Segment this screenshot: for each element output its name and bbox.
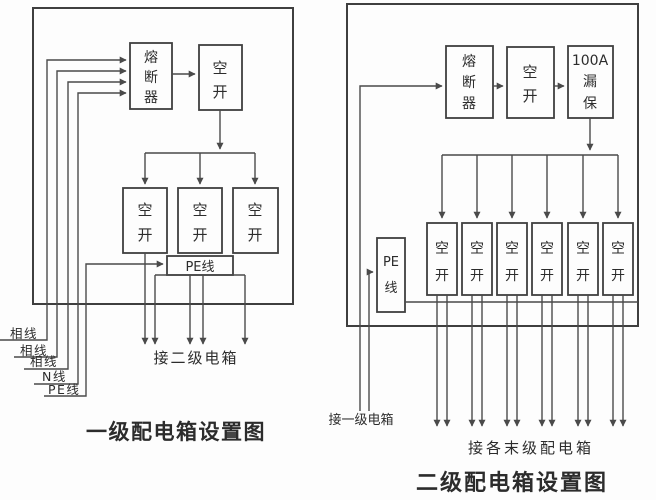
secondary-branch-breaker-3: 空 开 <box>496 222 528 296</box>
main-breaker-label-line-2: 开 <box>212 83 227 101</box>
branch-breaker-label-line-1: 空 <box>137 201 152 219</box>
secondary-branch-breaker-2: 空 开 <box>461 222 493 296</box>
fuse-box-outline <box>445 45 494 119</box>
branch-breaker-outline <box>426 222 458 296</box>
branch-breaker-outline <box>232 187 279 254</box>
secondary-enclosure-box <box>346 3 639 327</box>
branch-breaker-label-line-2: 开 <box>137 226 152 244</box>
main-breaker-outline <box>198 44 243 111</box>
secondary-output-wires <box>433 295 627 427</box>
main-breaker-label-line-1: 空 <box>522 63 537 81</box>
fuse-label-line-2: 断 <box>462 75 476 91</box>
branch-breaker-label-line-2: 开 <box>540 268 554 284</box>
secondary-pe-bus-box: PE 线 <box>376 237 406 313</box>
pe-supply-wire <box>366 268 374 411</box>
primary-main-breaker-box: 空 开 <box>198 44 243 111</box>
main-breaker-label-line-1: 空 <box>212 59 227 77</box>
leakage-protector-label-line-2: 漏 <box>583 74 597 90</box>
input-label-pe: PE线 <box>48 382 80 397</box>
fuse-label-line-3: 器 <box>462 96 476 112</box>
branch-breaker-label-line-2: 开 <box>470 268 484 284</box>
main-breaker-label-line-2: 开 <box>522 87 537 105</box>
branch-breaker-outline <box>602 222 634 296</box>
pe-bus-outline <box>376 237 406 313</box>
secondary-branch-breaker-1: 空 开 <box>426 222 458 296</box>
phase-wire-2 <box>14 67 127 358</box>
branch-breaker-label-line-2: 开 <box>192 226 207 244</box>
branch-breaker-outline <box>496 222 528 296</box>
branch-breaker-label-line-2: 开 <box>576 268 590 284</box>
leakage-protector-box: 100A 漏 保 <box>567 45 614 119</box>
fuse-label-line-1: 熔 <box>462 54 476 70</box>
branch-breaker-label-line-1: 空 <box>611 241 625 257</box>
secondary-distribution-rail <box>438 118 622 219</box>
primary-diagram: 相线 相线 相线 N线 PE线 熔 断 器 空 开 <box>0 7 294 444</box>
input-label-phase-1: 相线 <box>10 326 38 341</box>
branch-breaker-outline <box>122 187 168 254</box>
pe-bus-label-line-2: 线 <box>384 281 397 296</box>
branch-breaker-label-line-1: 空 <box>576 241 590 257</box>
branch-breaker-outline <box>531 222 563 296</box>
branch-breaker-outline <box>567 222 599 296</box>
primary-branch-breaker-1: 空 开 <box>122 187 168 254</box>
main-breaker-outline <box>506 46 555 119</box>
branch-breaker-label-line-1: 空 <box>247 201 262 219</box>
input-label-neutral: N线 <box>42 369 67 384</box>
pe-bus-label: PE线 <box>185 260 214 275</box>
phase-wire-3 <box>24 78 127 370</box>
primary-branch-breaker-3: 空 开 <box>232 187 279 254</box>
pe-wire <box>44 260 164 397</box>
leakage-protector-label-line-1: 100A <box>572 53 609 69</box>
secondary-title: 二级配电箱设置图 <box>416 470 608 496</box>
primary-pe-bus-box: PE线 <box>166 255 234 276</box>
branch-breaker-label-line-2: 开 <box>435 268 449 284</box>
branch-breaker-label-line-2: 开 <box>247 226 262 244</box>
secondary-input-wires <box>359 82 443 411</box>
branch-breaker-label-line-1: 空 <box>435 241 449 257</box>
phase-wire-1 <box>0 56 127 341</box>
primary-title: 一级配电箱设置图 <box>86 420 266 444</box>
primary-output-wires <box>141 253 249 345</box>
secondary-input-label: 接一级电箱 <box>328 412 393 428</box>
branch-breaker-label-line-1: 空 <box>505 241 519 257</box>
supply-wire <box>359 82 443 411</box>
secondary-main-breaker-box: 空 开 <box>506 46 555 119</box>
neutral-wire <box>34 89 127 385</box>
branch-breaker-label-line-1: 空 <box>540 241 554 257</box>
secondary-branch-breaker-5: 空 开 <box>567 222 599 296</box>
primary-distribution-rail <box>141 110 259 185</box>
secondary-fuse-box: 熔 断 器 <box>445 45 494 119</box>
primary-input-wires <box>0 56 164 397</box>
branch-breaker-label-line-1: 空 <box>470 241 484 257</box>
branch-breaker-outline <box>461 222 493 296</box>
primary-input-labels: 相线 相线 相线 N线 PE线 <box>10 326 80 397</box>
secondary-diagram: 接一级电箱 熔 断 器 空 开 100A 漏 保 <box>328 3 639 496</box>
branch-breaker-label-line-2: 开 <box>611 268 625 284</box>
primary-output-label: 接二级电箱 <box>153 349 238 367</box>
secondary-branch-breaker-4: 空 开 <box>531 222 563 296</box>
branch-breaker-label-line-1: 空 <box>192 201 207 219</box>
pe-bus-label-line-1: PE <box>383 255 399 270</box>
secondary-output-label: 接各末级配电箱 <box>468 439 594 457</box>
leakage-protector-label-line-3: 保 <box>583 96 597 112</box>
fuse-label-line-1: 熔 <box>144 50 158 66</box>
fuse-label-line-2: 断 <box>144 70 158 86</box>
branch-breaker-label-line-2: 开 <box>505 268 519 284</box>
fuse-box-outline <box>129 42 173 110</box>
fuse-label-line-3: 器 <box>144 90 158 106</box>
input-label-phase-3: 相线 <box>30 354 58 369</box>
branch-breaker-outline <box>177 187 223 254</box>
input-label-phase-2: 相线 <box>20 343 48 358</box>
primary-enclosure-box <box>32 7 294 305</box>
secondary-branch-breaker-6: 空 开 <box>602 222 634 296</box>
primary-branch-breaker-2: 空 开 <box>177 187 223 254</box>
primary-fuse-box: 熔 断 器 <box>129 42 173 110</box>
